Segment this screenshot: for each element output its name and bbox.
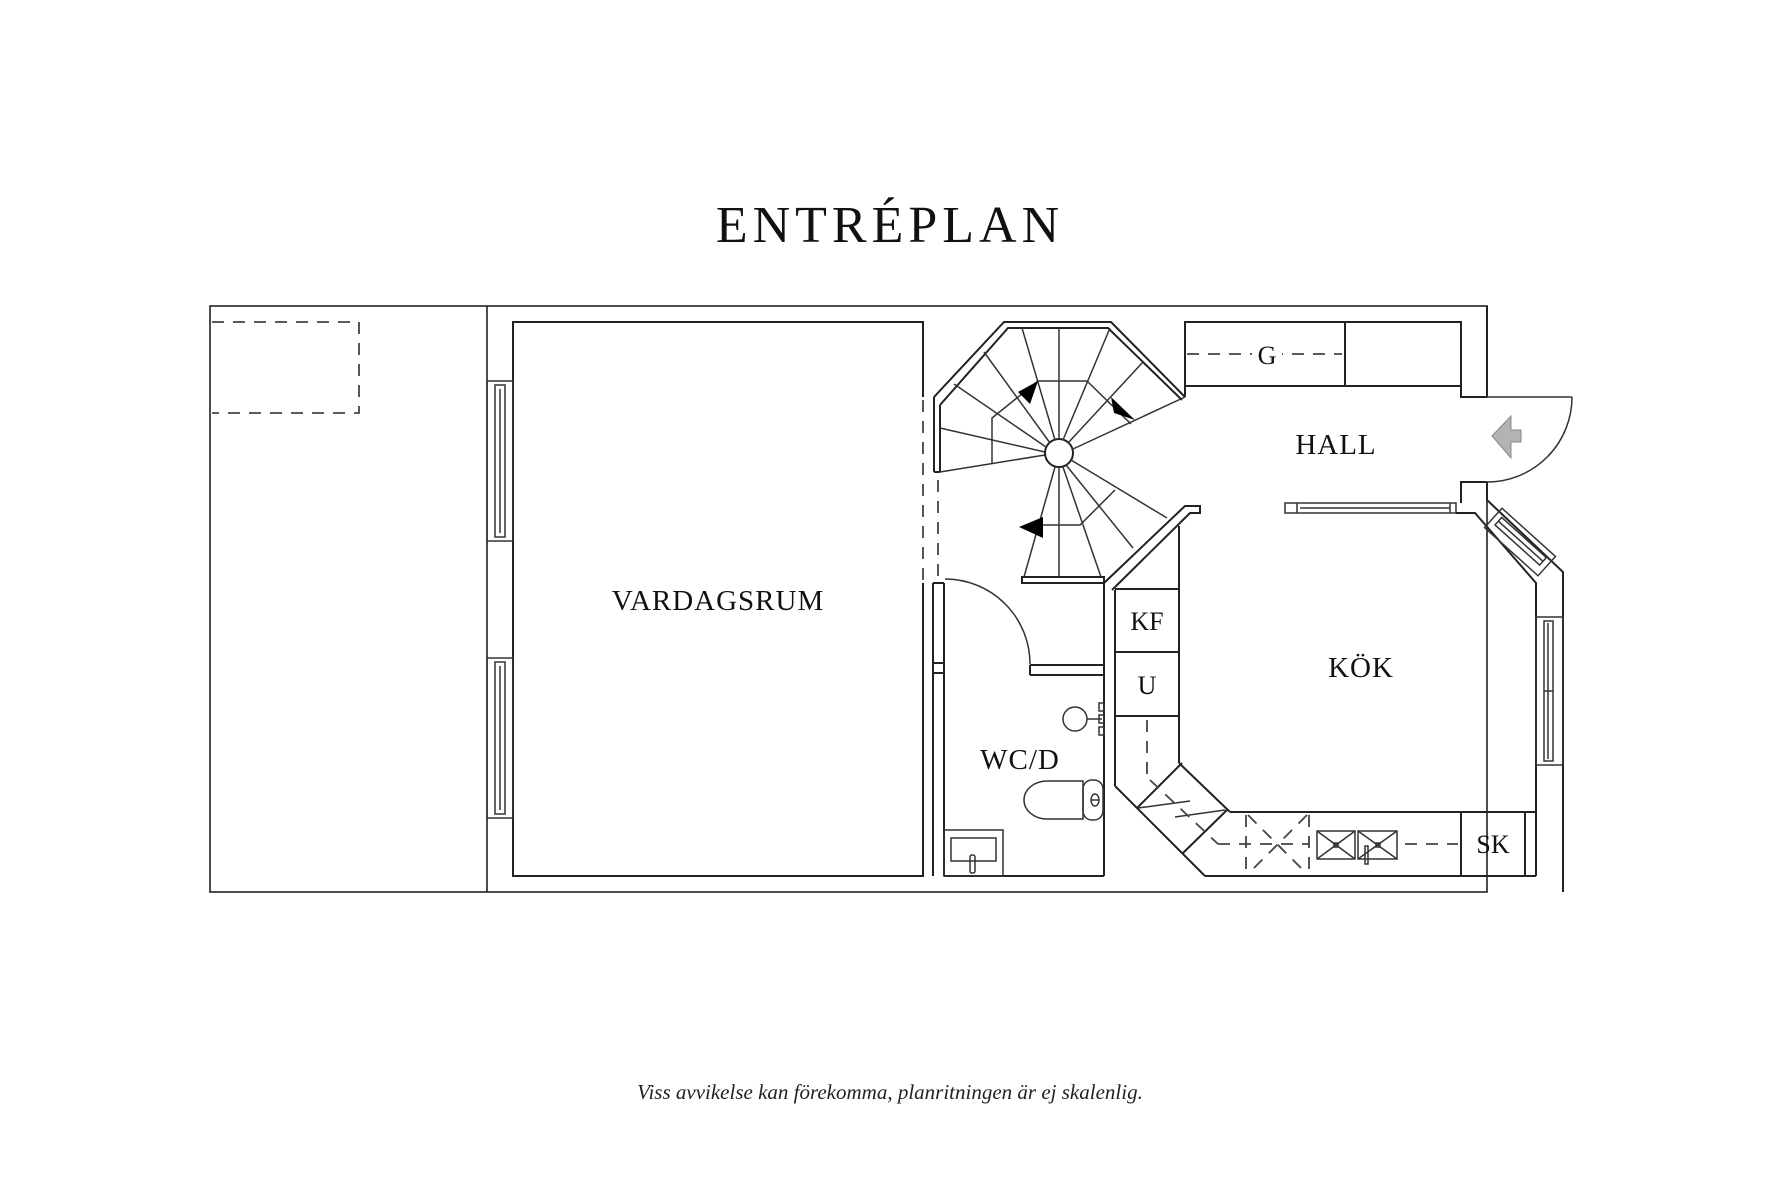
room-label-vardagsrum: VARDAGSRUM	[612, 585, 825, 617]
outer-boundary	[209, 305, 1488, 893]
entrance-arrow-icon	[1491, 414, 1522, 460]
disclaimer-note: Viss avvikelse kan förekomma, planritnin…	[637, 1080, 1143, 1104]
stair-arrow-3	[1019, 517, 1043, 538]
window-hall-kitchen	[1284, 502, 1457, 514]
stair-arrow-2	[1111, 397, 1135, 420]
toilet	[1023, 779, 1104, 821]
room-label-wc: WC/D	[980, 744, 1060, 776]
stair-arrow-1	[1018, 381, 1038, 404]
kitchen-room: KF U SK	[1114, 482, 1564, 892]
window-kitchen-diagonal	[1483, 507, 1557, 577]
wc-sink	[943, 829, 1004, 877]
patio-dashed-outline	[212, 321, 360, 414]
fixture-label-kf: KF	[1130, 607, 1163, 636]
kitchen-sink	[1316, 830, 1398, 865]
wardrobe-cabinet: G	[1184, 321, 1462, 387]
window-left-2	[486, 657, 514, 819]
fixture-label-u: U	[1138, 671, 1157, 700]
vardagsrum-room	[486, 321, 939, 877]
fixture-label-sk: SK	[1476, 830, 1509, 859]
kitchen-counter-left: KF U	[1114, 526, 1180, 786]
shower-head	[1062, 702, 1105, 736]
faucet-icon	[1364, 845, 1369, 865]
kitchen-counter-bottom: SK	[1205, 811, 1536, 877]
window-kitchen-right	[1535, 616, 1564, 766]
plan-title: ENTRÉPLAN	[715, 197, 1065, 254]
spiral-staircase	[933, 321, 1201, 591]
wc-door-swing	[944, 578, 1031, 665]
room-label-hall: HALL	[1295, 429, 1376, 461]
wc-room: WC/D	[932, 578, 1105, 877]
room-label-kok: KÖK	[1328, 652, 1394, 684]
hall-room: G HALL	[1184, 306, 1573, 514]
kitchen-counter-corner	[1114, 762, 1231, 877]
entrance-door-swing	[1486, 396, 1573, 483]
fixture-label-g: G	[1258, 341, 1277, 370]
window-left-1	[486, 380, 514, 542]
